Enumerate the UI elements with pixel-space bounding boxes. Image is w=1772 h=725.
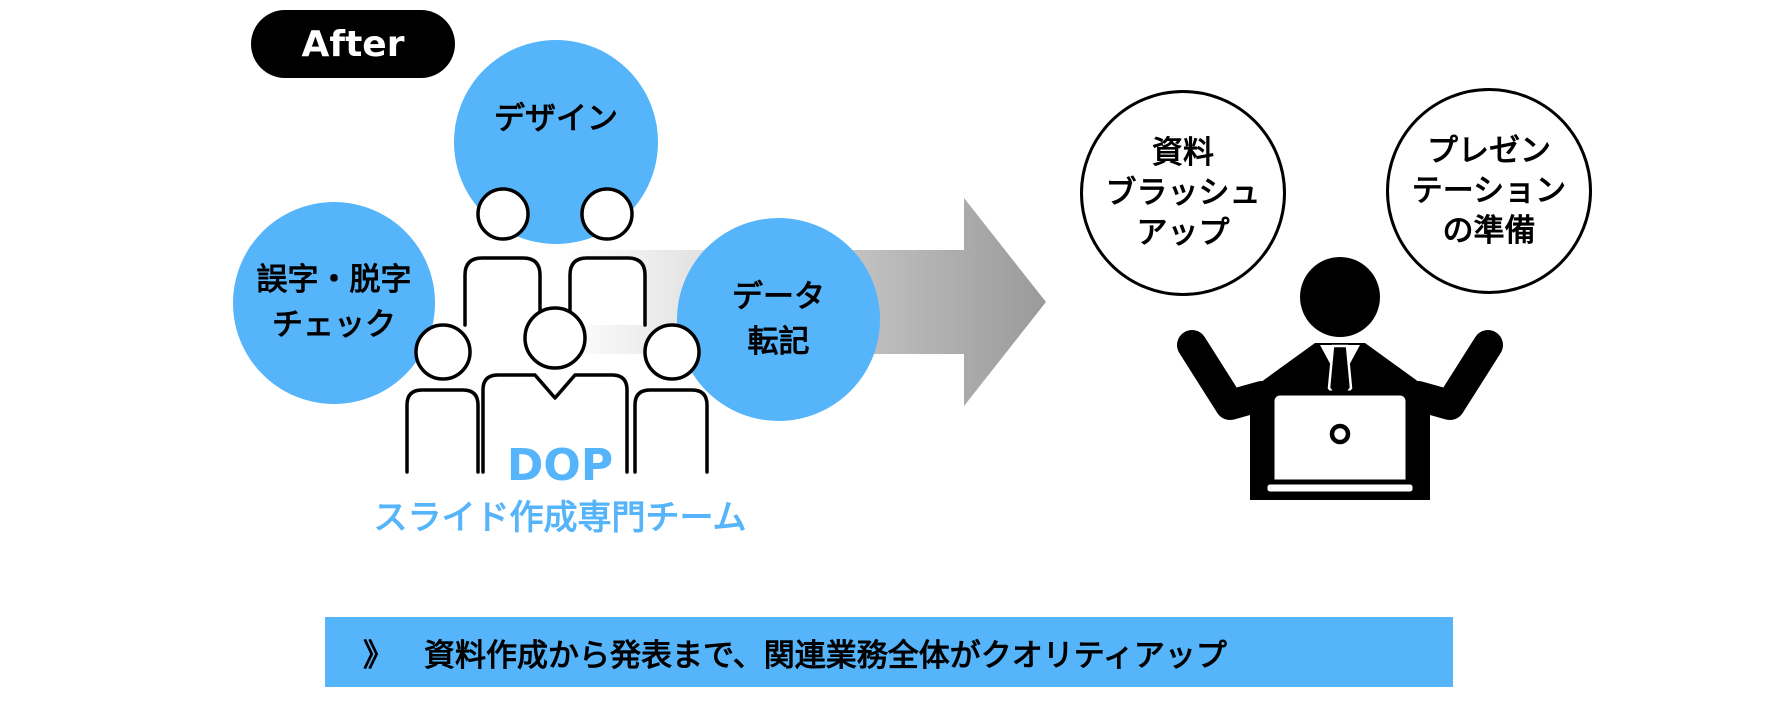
bubble-data-line1: データ xyxy=(732,278,825,315)
summary-text: 資料作成から発表まで、関連業務全体がクオリティアップ xyxy=(424,637,1227,674)
bubble-data-entry: データ 転記 xyxy=(677,218,880,421)
outcome-presentation-line3: の準備 xyxy=(1442,213,1536,250)
bubble-typo-line1: 誤字・脱字 xyxy=(256,262,412,299)
presenter-icon xyxy=(1177,257,1503,500)
team-name: DOP xyxy=(506,440,614,491)
bubble-typo-line2: チェック xyxy=(272,307,396,343)
outcome-materials-line3: アップ xyxy=(1136,215,1230,252)
double-chevron-icon: 》 xyxy=(363,637,394,674)
after-badge: After xyxy=(251,10,455,78)
bubble-design-text: デザイン xyxy=(494,100,618,137)
outcome-presentation-line2: テーション xyxy=(1411,172,1567,209)
outcome-presentation-line1: プレゼン xyxy=(1426,132,1551,169)
outcome-presentation-prep: プレゼン テーション の準備 xyxy=(1386,88,1592,294)
bubble-typo-check: 誤字・脱字 チェック xyxy=(233,202,435,404)
team-group-icon xyxy=(405,187,709,474)
outcome-materials-line2: ブラッシュ xyxy=(1105,174,1261,211)
summary-banner: 》 資料作成から発表まで、関連業務全体がクオリティアップ xyxy=(325,617,1453,687)
outcome-materials-brushup: 資料 ブラッシュ アップ xyxy=(1080,90,1286,296)
team-subtitle: スライド作成専門チーム xyxy=(373,498,747,538)
bubble-data-line2: 転記 xyxy=(747,323,810,360)
outcome-materials-line1: 資料 xyxy=(1152,134,1214,171)
